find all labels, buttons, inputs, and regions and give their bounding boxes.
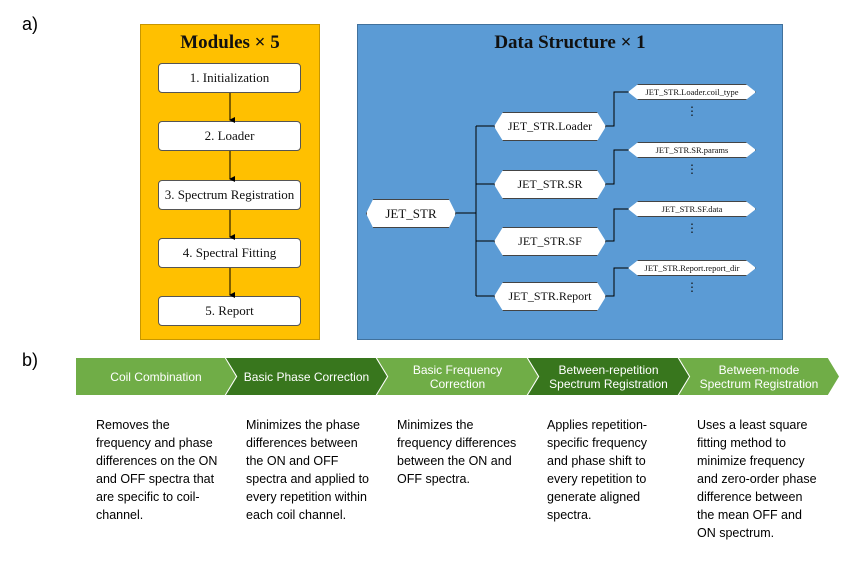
description-basic-phase-correction: Minimizes the phase differences between …	[246, 418, 370, 522]
node-jet-str-sr: JET_STR.SR	[494, 170, 606, 199]
node-sf-data: JET_STR.SF.data	[628, 201, 756, 217]
pipeline-step-between-repetition-registration: Between-repetition Spectrum Registration	[528, 358, 689, 395]
leaf-link-sf	[606, 208, 628, 242]
data-structure-title: Data Structure × 1	[494, 32, 646, 53]
module-loader: 2. Loader	[158, 121, 301, 151]
description-between-repetition-registration: Applies repetition-specific frequency an…	[547, 418, 648, 522]
node-jet-str-sf: JET_STR.SF	[494, 227, 606, 256]
node-jet-str: JET_STR	[366, 199, 456, 228]
description-between-mode-registration: Uses a least square fitting method to mi…	[697, 418, 817, 540]
node-jet-str-report: JET_STR.Report	[494, 282, 606, 311]
pipeline-step-basic-phase-correction: Basic Phase Correction	[226, 358, 387, 395]
leaf-link-report	[606, 267, 628, 297]
pipeline-step-coil-combination: Coil Combination	[76, 358, 236, 395]
modules-title: Modules × 5	[180, 32, 280, 53]
pipeline-step-basic-frequency-correction: Basic Frequency Correction	[377, 358, 538, 395]
leaf-ellipsis-loader: ⋮	[686, 104, 698, 118]
module-initialization: 1. Initialization	[158, 63, 301, 93]
pipeline-step-between-mode-registration: Between-mode Spectrum Registration	[679, 358, 839, 395]
leaf-ellipsis-sf: ⋮	[686, 221, 698, 235]
leaf-link-loader	[606, 91, 628, 127]
leaf-ellipsis-report: ⋮	[686, 280, 698, 294]
description-basic-frequency-correction: Minimizes the frequency differences betw…	[397, 418, 517, 486]
node-jet-str-loader: JET_STR.Loader	[494, 112, 606, 141]
node-report-report-dir: JET_STR.Report.report_dir	[628, 260, 756, 276]
panel-label-b: b)	[22, 350, 39, 370]
node-loader-coil-type: JET_STR.Loader.coil_type	[628, 84, 756, 100]
description-coil-combination: Removes the frequency and phase differen…	[96, 418, 218, 522]
leaf-link-sr	[606, 149, 628, 185]
panel-label-a: a)	[22, 14, 39, 34]
node-sr-params: JET_STR.SR.params	[628, 142, 756, 158]
leaf-ellipsis-sr: ⋮	[686, 162, 698, 176]
